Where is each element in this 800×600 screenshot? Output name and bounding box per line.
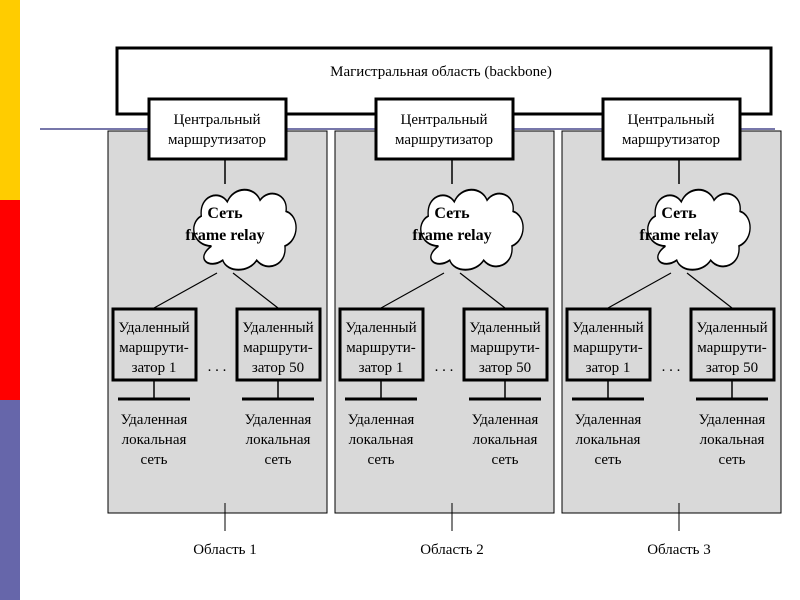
ellipsis: . . .: [435, 359, 454, 375]
link-cloud-router-1: [607, 272, 672, 309]
remote-router-label-line: маршрути-: [243, 340, 312, 356]
central-router-box: [374, 97, 515, 161]
remote-router-label-line: маршрути-: [346, 340, 415, 356]
cloud-label-line: Сеть: [434, 205, 470, 222]
accent-stripe-top: [0, 0, 20, 200]
cloud-label-line: frame relay: [412, 227, 491, 244]
link-cloud-router-50: [459, 272, 506, 309]
remote-router-label-line: Удаленный: [345, 320, 416, 336]
remote-router-box: [689, 307, 776, 382]
remote-router-label-line: Удаленный: [469, 320, 540, 336]
central-router: Центральный маршрутизатор: [374, 97, 515, 161]
remote-router-box: [338, 307, 425, 382]
remote-lan-label-line: локальная: [700, 432, 765, 448]
remote-router-label-line: маршрути-: [470, 340, 539, 356]
cloud-label-line: Сеть: [661, 205, 697, 222]
remote-router-50: Удаленный маршрути-затор 50: [235, 307, 322, 382]
remote-router-label-line: маршрути-: [573, 340, 642, 356]
ellipsis: . . .: [208, 359, 227, 375]
remote-lan-label-line: сеть: [595, 452, 622, 468]
remote-router-50: Удаленный маршрути-затор 50: [689, 307, 776, 382]
remote-router-label-line: маршрути-: [119, 340, 188, 356]
backbone-label: Магистральная область (backbone): [330, 64, 552, 80]
remote-router-label-line: затор 1: [586, 360, 631, 376]
remote-lan-label-line: локальная: [576, 432, 641, 448]
link-cloud-router-50: [686, 272, 733, 309]
remote-lan-label-line: локальная: [349, 432, 414, 448]
frame-relay-cloud: [193, 188, 297, 271]
remote-router-label-line: Удаленный: [696, 320, 767, 336]
area-caption: Область 1: [193, 542, 257, 558]
remote-lan-label-line: Удаленная: [348, 412, 415, 428]
remote-lan-label-line: локальная: [122, 432, 187, 448]
link-cloud-router-50: [232, 272, 279, 309]
remote-lan-label-line: Удаленная: [472, 412, 539, 428]
ellipsis: . . .: [662, 359, 681, 375]
accent-stripe-bottom: [0, 400, 20, 600]
area-caption: Область 2: [420, 542, 484, 558]
central-router-label-line: маршрутизатор: [395, 132, 493, 148]
cloud-shape: [647, 188, 751, 271]
cloud-label-line: Сеть: [207, 205, 243, 222]
remote-lan-label-line: сеть: [141, 452, 168, 468]
remote-lan-label-line: сеть: [719, 452, 746, 468]
remote-router-label-line: затор 1: [359, 360, 404, 376]
remote-router-box: [462, 307, 549, 382]
cloud-label-line: frame relay: [639, 227, 718, 244]
link-cloud-router-1: [380, 272, 445, 309]
remote-router-label-line: затор 1: [132, 360, 177, 376]
remote-lan-label-line: Удаленная: [575, 412, 642, 428]
remote-router-1: Удаленный маршрути-затор 1: [338, 307, 425, 382]
central-router-label-line: Центральный: [173, 112, 260, 128]
accent-stripe-middle: [0, 200, 20, 400]
frame-relay-cloud: [647, 188, 751, 271]
remote-lan-label-line: сеть: [492, 452, 519, 468]
area-caption: Область 3: [647, 542, 711, 558]
remote-router-label-line: Удаленный: [242, 320, 313, 336]
remote-router-label-line: Удаленный: [118, 320, 189, 336]
remote-router-label-line: маршрути-: [697, 340, 766, 356]
remote-router-label-line: затор 50: [479, 360, 531, 376]
central-router-label-line: Центральный: [627, 112, 714, 128]
central-router-box: [601, 97, 742, 161]
cloud-shape: [193, 188, 297, 271]
central-router-label-line: маршрутизатор: [622, 132, 720, 148]
central-routers-layer: Центральный маршрутизатор Центральный маршр…: [147, 97, 742, 161]
remote-router-1: Удаленный маршрути-затор 1: [565, 307, 652, 382]
remote-router-label-line: затор 50: [706, 360, 758, 376]
cloud-shape: [420, 188, 524, 271]
cloud-label-line: frame relay: [185, 227, 264, 244]
central-router-box: [147, 97, 288, 161]
remote-lan-label-line: сеть: [368, 452, 395, 468]
central-router: Центральный маршрутизатор: [147, 97, 288, 161]
remote-lan-label-line: Удаленная: [245, 412, 312, 428]
remote-router-label-line: Удаленный: [572, 320, 643, 336]
remote-router-50: Удаленный маршрути-затор 50: [462, 307, 549, 382]
central-router-label-line: маршрутизатор: [168, 132, 266, 148]
central-router-label-line: Центральный: [400, 112, 487, 128]
central-router: Центральный маршрутизатор: [601, 97, 742, 161]
remote-router-1: Удаленный маршрути-затор 1: [111, 307, 198, 382]
remote-router-label-line: затор 50: [252, 360, 304, 376]
remote-lan-label-line: Удаленная: [699, 412, 766, 428]
remote-lan-label-line: сеть: [265, 452, 292, 468]
remote-lan-label-line: локальная: [473, 432, 538, 448]
remote-lan-label-line: Удаленная: [121, 412, 188, 428]
remote-router-box: [565, 307, 652, 382]
remote-lan-label-line: локальная: [246, 432, 311, 448]
frame-relay-cloud: [420, 188, 524, 271]
link-cloud-router-1: [153, 272, 218, 309]
